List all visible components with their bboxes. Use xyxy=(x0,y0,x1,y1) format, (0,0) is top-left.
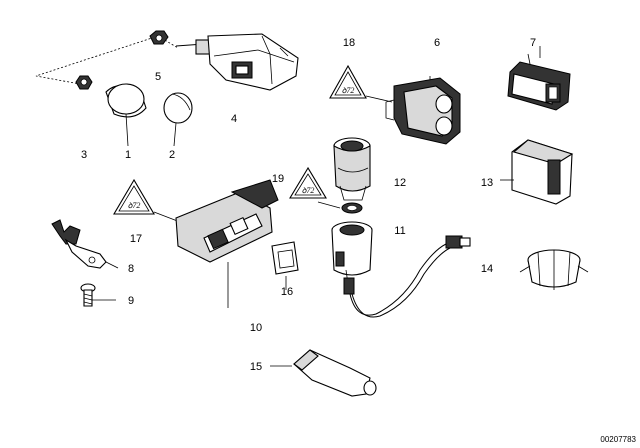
label-part-8: 8 xyxy=(128,263,134,275)
hex-nut-lower xyxy=(75,75,93,90)
electronic-module xyxy=(500,139,574,205)
label-part-13: 13 xyxy=(481,177,493,189)
warning-triangle-17: ꝺ72 xyxy=(113,178,181,223)
socket-with-cable xyxy=(331,221,471,318)
spring-ring xyxy=(341,202,363,214)
clip-ring xyxy=(519,249,589,290)
warning-text-17: ꝺ72 xyxy=(128,201,141,210)
double-button-switch xyxy=(385,77,461,145)
warning-text-18: ꝺ72 xyxy=(342,86,355,95)
label-part-4: 4 xyxy=(231,113,237,125)
lighter-element xyxy=(333,137,371,201)
label-part-12: 12 xyxy=(394,177,406,189)
brake-light-switch xyxy=(175,33,299,91)
warning-text-19: ꝺ72 xyxy=(302,186,315,195)
label-part-16: 16 xyxy=(281,286,293,298)
label-part-10: 10 xyxy=(250,322,262,334)
label-part-17: 17 xyxy=(130,233,142,245)
label-part-19: 19 xyxy=(272,173,284,185)
label-part-6: 6 xyxy=(434,37,440,49)
bracket xyxy=(51,219,119,269)
cylinder-cap xyxy=(105,83,147,147)
label-part-9: 9 xyxy=(128,295,134,307)
small-module xyxy=(507,53,571,111)
hex-nut-top xyxy=(149,30,169,45)
label-part-14: 14 xyxy=(481,263,493,275)
small-cover xyxy=(271,241,299,290)
label-part-7: 7 xyxy=(530,37,536,49)
label-part-18: 18 xyxy=(343,37,355,49)
screw xyxy=(80,283,116,307)
nut-assembly xyxy=(35,30,179,90)
warning-triangle-18: ꝺ72 xyxy=(329,64,393,103)
warning-triangle-19: ꝺ72 xyxy=(289,166,341,209)
reference-number: 00207783 xyxy=(600,435,636,444)
seat-switch xyxy=(175,179,279,308)
label-part-15: 15 xyxy=(250,361,262,373)
label-part-3: 3 xyxy=(81,149,87,161)
plug-connector xyxy=(270,349,377,397)
label-part-1: 1 xyxy=(125,149,131,161)
round-cover xyxy=(163,92,193,147)
label-part-11: 11 xyxy=(394,225,405,237)
label-part-5: 5 xyxy=(155,71,161,83)
label-part-2: 2 xyxy=(169,149,175,161)
